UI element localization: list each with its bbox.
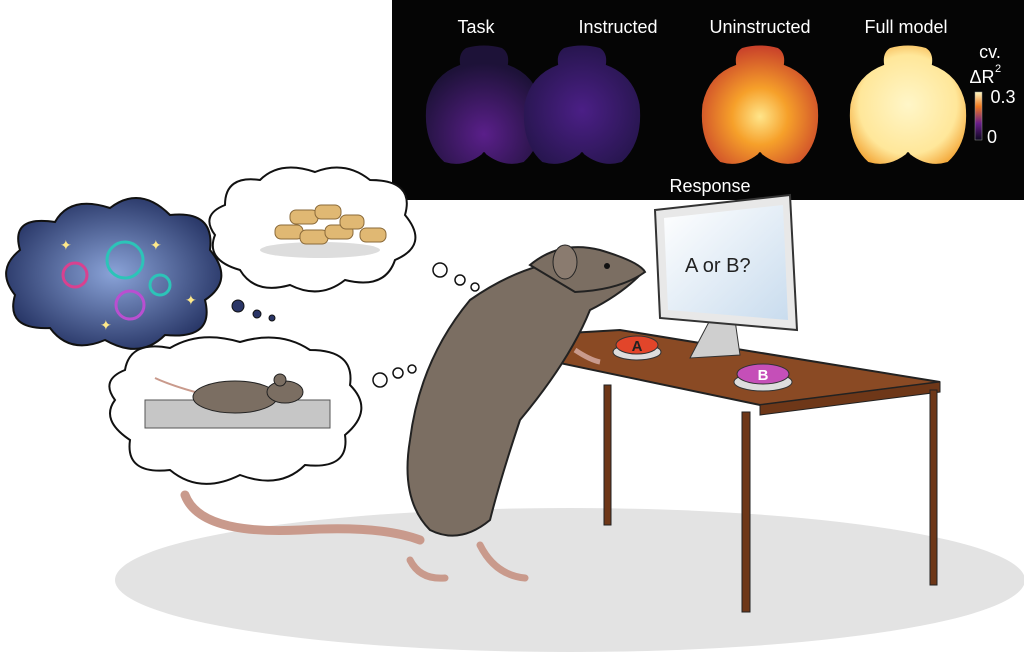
- rat-ear: [552, 244, 578, 280]
- star-icon: ✦: [150, 237, 162, 253]
- desk: [449, 328, 941, 613]
- monitor-text: A or B?: [685, 255, 751, 277]
- monitor: A or B?: [653, 193, 799, 359]
- thought-cloud-food: [208, 166, 480, 293]
- subtitle-response: Response: [669, 176, 750, 196]
- floor-shadow: [115, 508, 1024, 652]
- colorbar-label-sup: 2: [995, 63, 1001, 75]
- button-b-label: B: [758, 367, 769, 384]
- colorbar-min: 0: [987, 127, 997, 147]
- rat: [180, 244, 647, 582]
- button-a[interactable]: A: [612, 335, 662, 361]
- star-icon: ✦: [185, 292, 197, 308]
- button-a-label: A: [632, 338, 643, 355]
- title-uninstructed: Uninstructed: [709, 17, 810, 37]
- title-instructed: Instructed: [578, 17, 657, 37]
- colorbar: cv. ΔR 2 0.3 0: [969, 42, 1015, 147]
- star-icon: ✦: [100, 317, 112, 333]
- button-b[interactable]: B: [733, 363, 793, 392]
- title-full-model: Full model: [864, 17, 947, 37]
- food-pellets-icon: [274, 204, 387, 245]
- brain-map-panel: Task Instructed Uninstructed Full model …: [392, 0, 1024, 200]
- rat-eye: [604, 263, 610, 269]
- thought-cloud-running: [108, 336, 417, 485]
- running-mouse-icon: [154, 373, 304, 414]
- star-icon: ✦: [60, 237, 72, 253]
- colorbar-label-dr: ΔR: [969, 67, 994, 87]
- colorbar-label-cv: cv.: [979, 42, 1001, 62]
- title-task: Task: [457, 17, 495, 37]
- thought-cloud-galaxy: ✦ ✦ ✦ ✦: [5, 197, 276, 350]
- colorbar-max: 0.3: [990, 87, 1015, 107]
